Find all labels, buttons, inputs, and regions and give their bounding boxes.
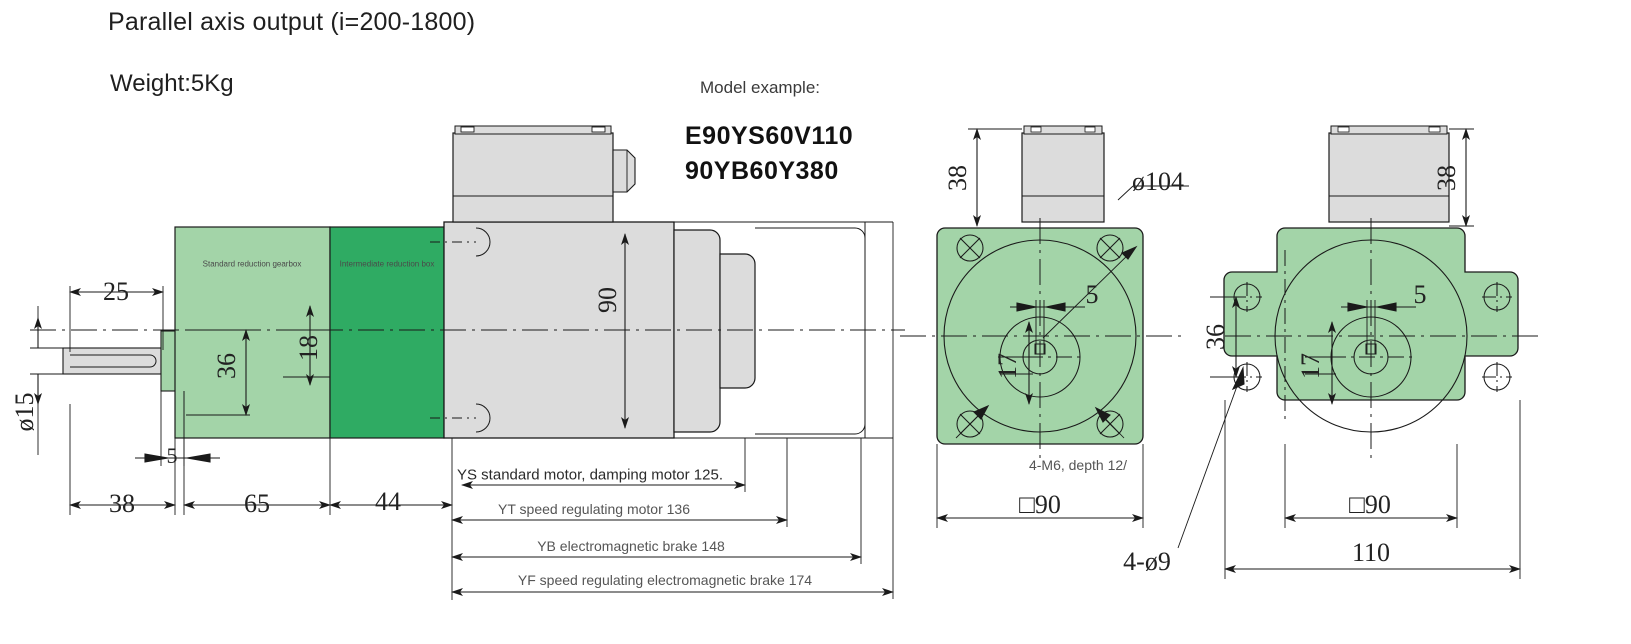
standard-gearbox-label: Standard reduction gearbox [202, 259, 302, 269]
dim-18-text: 18 [294, 335, 323, 361]
dim-44-text: 44 [375, 487, 401, 516]
left-view-dim-5-text: 5 [1085, 280, 1099, 309]
intermediate-gearbox-body [329, 226, 445, 439]
terminal-box [452, 125, 636, 223]
page-title: Parallel axis output (i=200-1800) [108, 8, 476, 36]
motor-end-cap [673, 229, 721, 433]
note-yf-speed-brake: YF speed regulating electromagnetic brak… [517, 572, 813, 588]
end-view-right [1177, 125, 1540, 579]
dim-38-text: 38 [109, 489, 135, 518]
weight-label: Weight:5Kg [110, 70, 234, 97]
right-view-dim-110-text: 110 [1351, 538, 1391, 567]
left-view-dim-d104-text: ø104 [1132, 167, 1184, 196]
dim-36-text: 36 [212, 353, 241, 379]
right-view-dim-36-text: 36 [1201, 324, 1230, 350]
right-view-dim-5-text: 5 [1413, 280, 1427, 309]
model-example-1: E90YS60V110 [685, 122, 854, 150]
intermediate-box-label: Intermediate reduction box [339, 259, 435, 269]
note-yt-speed-motor: YT speed regulating motor 136 [498, 501, 690, 517]
dim-chain-bottom [69, 391, 453, 600]
left-view-dim-38-text: 38 [943, 165, 972, 191]
dim-25 [69, 286, 164, 352]
dim-18 [283, 305, 330, 386]
dim-5-step-text: 5 [166, 443, 178, 468]
dim-65-text: 65 [244, 489, 270, 518]
dim-90-text: 90 [593, 287, 622, 313]
model-example-label: Model example: [700, 78, 821, 97]
dim-36 [186, 329, 250, 416]
right-view-dim-square90-text: □90 [1349, 490, 1391, 519]
dim-d15 [30, 306, 63, 455]
right-view-dim-38-text: 38 [1432, 165, 1461, 191]
note-ys-standard-motor: YS standard motor, damping motor 125. [457, 466, 723, 484]
output-shaft [62, 347, 162, 375]
left-view-dim-17-text: 17 [993, 353, 1022, 379]
model-example-2: 90YB60Y380 [685, 157, 839, 185]
motor-rear-cap [719, 253, 756, 389]
right-view-dim-17-text: 17 [1296, 353, 1325, 379]
left-view-note-threads: 4-M6, depth 12/ [1028, 457, 1128, 473]
motor-body [443, 221, 675, 439]
note-yb-brake: YB electromagnetic brake 148 [537, 538, 725, 554]
dim-shaft-diameter-text: ø15 [10, 392, 39, 432]
dim-note-lines [451, 222, 894, 599]
end-view-left [900, 125, 1189, 528]
standard-gearbox-body [174, 226, 331, 439]
left-view-dim-square90-text: □90 [1019, 490, 1061, 519]
dim-shaft-length-text: 25 [103, 277, 129, 306]
right-view-note-holes: 4-ø9 [1123, 547, 1171, 576]
